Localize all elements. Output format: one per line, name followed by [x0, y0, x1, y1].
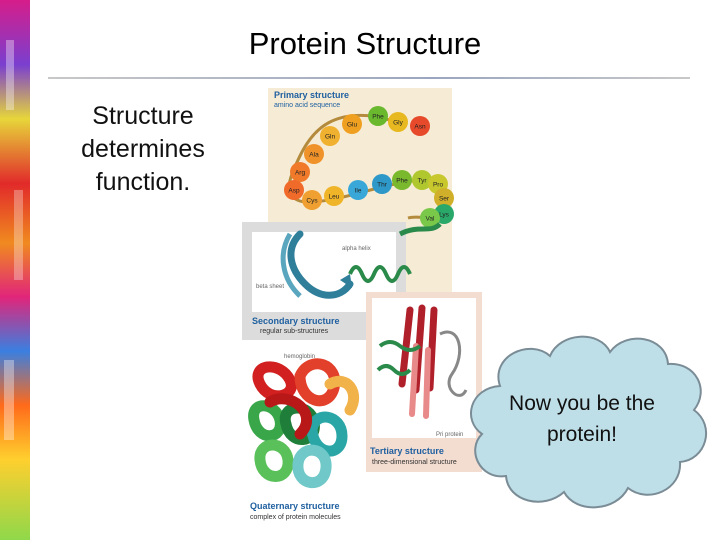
- hemoglobin-label: hemoglobin: [284, 354, 315, 360]
- amino-acid-bead: [284, 180, 304, 200]
- protein-structure-figure: Primary structure amino acid sequence Gl…: [242, 88, 482, 521]
- beta-sheet-label: beta sheet: [256, 284, 284, 290]
- decorative-strip: [0, 0, 30, 540]
- callout-text: Now you be the protein!: [509, 392, 655, 446]
- secondary-structure-title: Secondary structure: [252, 316, 340, 326]
- quaternary-structure-title: Quaternary structure: [250, 501, 340, 511]
- tertiary-structure-title: Tertiary structure: [370, 446, 444, 456]
- amino-acid-label: Asp: [288, 188, 300, 195]
- amino-acid-bead: [290, 162, 310, 182]
- amino-acid-bead: [320, 126, 340, 146]
- amino-acid-bead: [368, 106, 388, 126]
- amino-acid-label: Phe: [396, 178, 408, 185]
- title-divider: [48, 77, 690, 79]
- amino-acid-label: Lys: [439, 212, 450, 219]
- amino-acid-label: Gly: [393, 120, 404, 127]
- tertiary-structure-subtitle: three-dimensional structure: [372, 459, 457, 466]
- amino-acid-bead: [420, 208, 440, 228]
- amino-acid-bead: [372, 174, 392, 194]
- amino-acid-bead: [388, 112, 408, 132]
- amino-acid-bead: [302, 190, 322, 210]
- amino-acid-label: Val: [426, 216, 435, 223]
- amino-acid-label: Gln: [325, 134, 336, 141]
- primary-structure-subtitle: amino acid sequence: [274, 102, 340, 109]
- amino-acid-bead: [304, 144, 324, 164]
- alpha-helix-label: alpha helix: [342, 246, 371, 252]
- amino-acid-label: Thr: [377, 182, 388, 189]
- amino-acid-label: Asn: [414, 124, 426, 131]
- tertiary-structure-panel: Pri protein Tertiary structure three-dim…: [366, 292, 482, 472]
- quaternary-structure-subtitle: complex of protein molecules: [250, 514, 341, 521]
- amino-acid-label: Ser: [439, 196, 450, 203]
- amino-acid-label: Tyr: [417, 178, 427, 185]
- amino-acid-bead: [412, 170, 432, 190]
- slide-subtitle: Structure determines function.: [81, 102, 205, 196]
- quaternary-structure-panel: hemoglobin Quaternary structure complex …: [248, 354, 360, 521]
- amino-acid-bead: [392, 170, 412, 190]
- amino-acid-label: Pro: [433, 182, 444, 189]
- thought-cloud-callout: [470, 335, 708, 509]
- amino-acid-label: Cys: [306, 198, 318, 205]
- amino-acid-label: Ile: [355, 188, 362, 195]
- amino-acid-label: Phe: [372, 114, 384, 121]
- amino-acid-bead: [342, 114, 362, 134]
- amino-acid-bead: [324, 186, 344, 206]
- amino-acid-bead: [434, 188, 454, 208]
- amino-acid-label: Glu: [347, 122, 358, 129]
- tertiary-protein-label: Pri protein: [436, 432, 463, 438]
- amino-acid-bead: [410, 116, 430, 136]
- slide-title: Protein Structure: [248, 26, 482, 61]
- amino-acid-label: Leu: [329, 194, 340, 201]
- amino-acid-label: Ala: [309, 152, 319, 159]
- amino-acid-bead: [348, 180, 368, 200]
- secondary-structure-subtitle: regular sub-structures: [260, 328, 329, 335]
- amino-acid-label: Arg: [295, 170, 306, 177]
- primary-structure-title: Primary structure: [274, 90, 349, 100]
